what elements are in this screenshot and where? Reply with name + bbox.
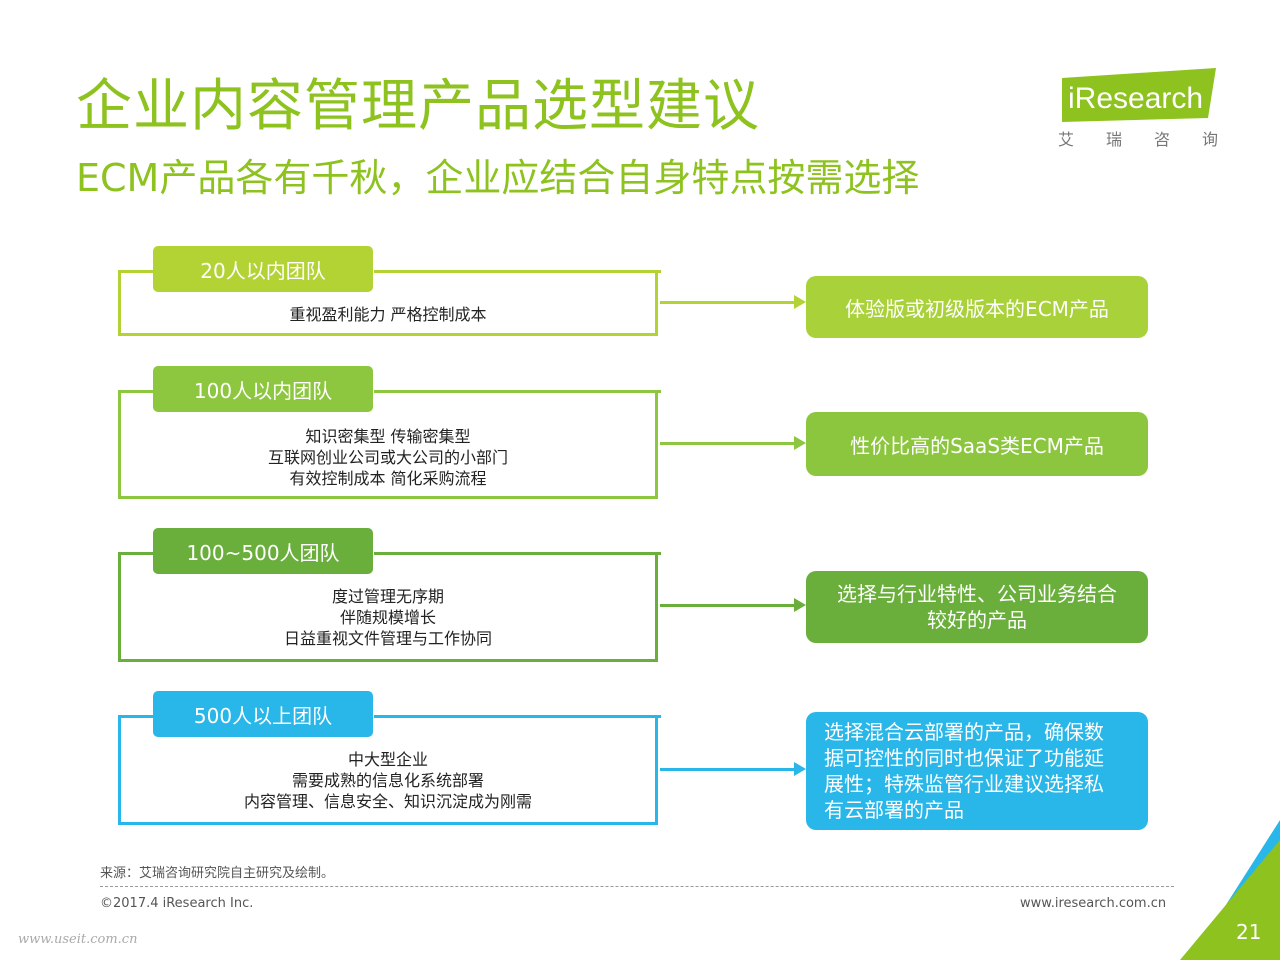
desc-line: 重视盈利能力 严格控制成本 [289,305,487,324]
footer-url: www.iresearch.com.cn [1020,896,1167,911]
recommendation-box: 性价比高的SaaS类ECM产品 [806,412,1148,476]
logo-tag-char: 瑞 [1105,130,1122,149]
rec-line: 选择与行业特性、公司业务结合 [837,582,1117,606]
rec-line: 据可控性的同时也保证了功能延 [824,746,1104,770]
row-description: 知识密集型 传输密集型 互联网创业公司或大公司的小部门 有效控制成本 简化采购流… [118,426,658,489]
desc-line: 内容管理、信息安全、知识沉淀成为刚需 [243,792,532,811]
footer-divider [100,886,1174,887]
rec-line: 展性；特殊监管行业建议选择私 [824,772,1104,796]
desc-line: 中大型企业 [347,750,428,769]
logo-tag-char: 艾 [1058,130,1075,149]
corner-decoration [1180,820,1280,960]
desc-line: 度过管理无序期 [331,587,444,606]
desc-line: 知识密集型 传输密集型 [305,427,471,446]
source-note: 来源：艾瑞咨询研究院自主研究及绘制。 [100,866,335,881]
desc-line: 互联网创业公司或大公司的小部门 [267,448,508,467]
watermark: www.useit.com.cn [18,932,138,947]
row-frame [118,552,658,662]
logo-brand: iResearch [1068,82,1203,115]
arrow-icon [660,762,806,776]
team-size-label: 20人以内团队 [153,246,373,292]
rec-line: 有云部署的产品 [824,798,964,822]
row-frame [118,715,658,825]
team-size-label: 100~500人团队 [153,528,373,574]
rec-line: 体验版或初级版本的ECM产品 [845,296,1109,321]
page-number: 21 [1236,920,1262,944]
desc-line: 有效控制成本 简化采购流程 [289,469,487,488]
logo-tagline: 艾 瑞 咨 询 [1058,126,1218,150]
page-subtitle: ECM产品各有千秋，企业应结合自身特点按需选择 [76,156,920,200]
arrow-icon [660,436,806,450]
row-description: 度过管理无序期 伴随规模增长 日益重视文件管理与工作协同 [118,586,658,649]
recommendation-box: 选择混合云部署的产品，确保数 据可控性的同时也保证了功能延 展性；特殊监管行业建… [806,712,1148,830]
row-frame [118,270,658,336]
iresearch-logo: iResearch [1062,68,1216,122]
team-size-label: 500人以上团队 [153,691,373,737]
team-size-label: 100人以内团队 [153,366,373,412]
logo-tag-char: 咨 [1153,130,1170,149]
logo-tag-char: 询 [1201,130,1218,149]
arrow-icon [660,598,806,612]
page-title: 企业内容管理产品选型建议 [76,74,760,139]
recommendation-box: 体验版或初级版本的ECM产品 [806,276,1148,338]
rec-line: 较好的产品 [927,608,1027,632]
recommendation-box: 选择与行业特性、公司业务结合 较好的产品 [806,571,1148,643]
desc-line: 日益重视文件管理与工作协同 [283,629,492,648]
arrow-icon [660,295,806,309]
rec-line: 性价比高的SaaS类ECM产品 [850,433,1104,458]
desc-line: 需要成熟的信息化系统部署 [291,771,484,790]
rec-line: 选择混合云部署的产品，确保数 [824,720,1104,744]
desc-line: 伴随规模增长 [339,608,436,627]
copyright: ©2017.4 iResearch Inc. [100,896,254,911]
row-description: 重视盈利能力 严格控制成本 [118,304,658,325]
row-description: 中大型企业 需要成熟的信息化系统部署 内容管理、信息安全、知识沉淀成为刚需 [118,749,658,812]
row-frame [118,390,658,499]
